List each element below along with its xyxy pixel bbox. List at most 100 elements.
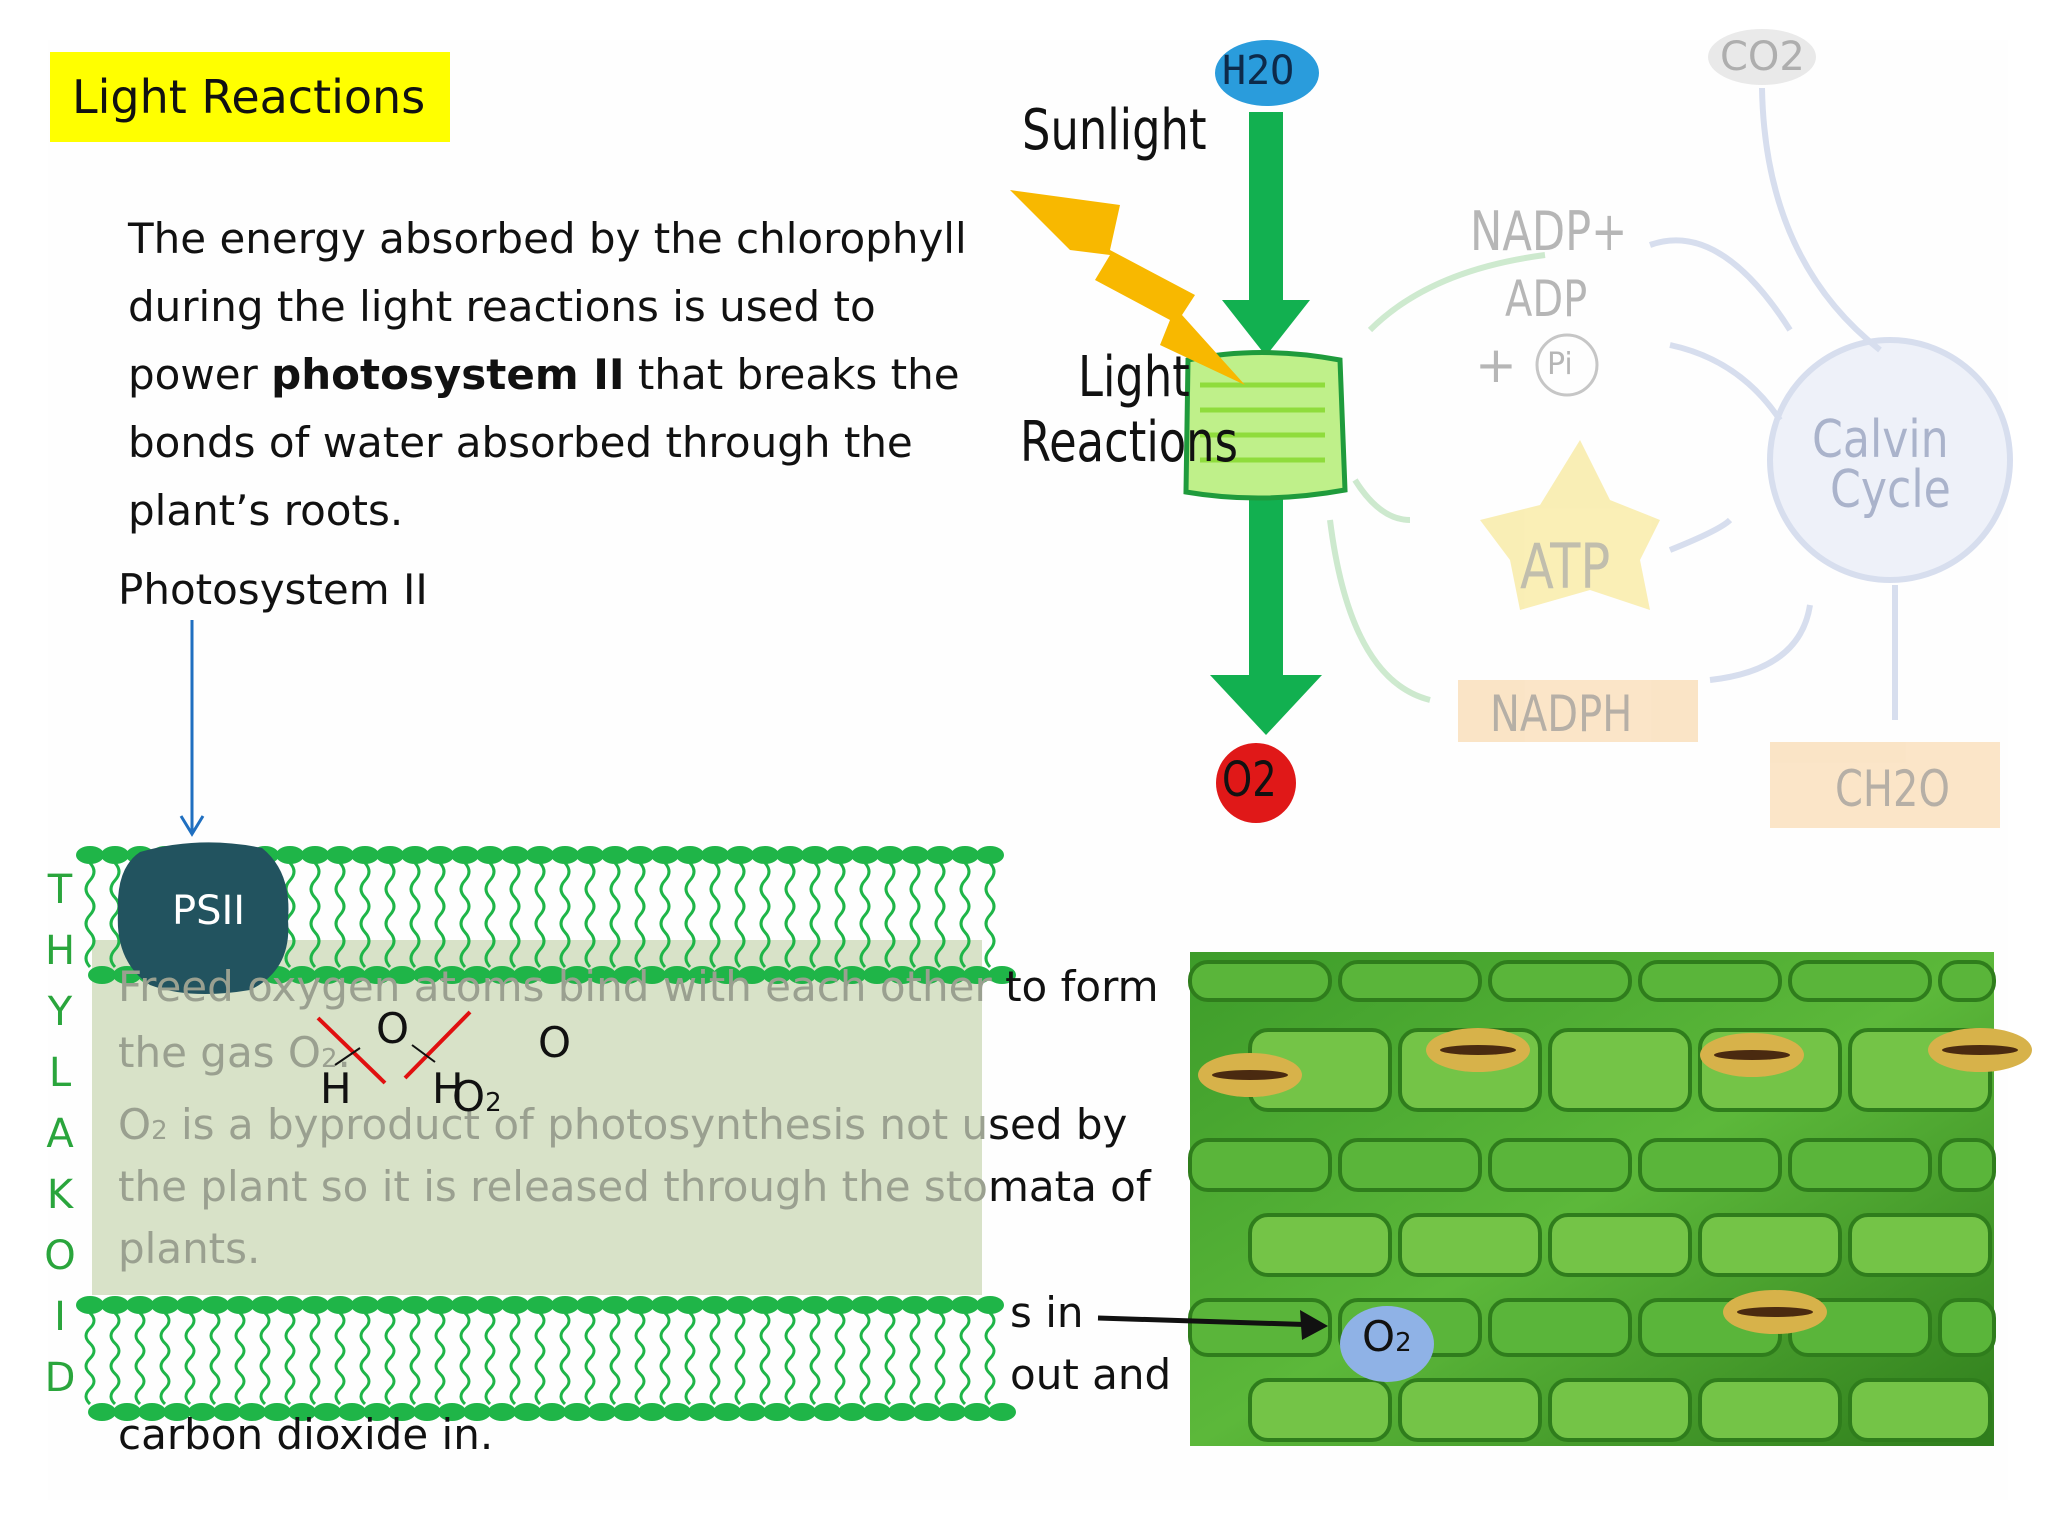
lipid-tail <box>434 1311 446 1406</box>
molecule-free-o: O <box>538 1018 572 1067</box>
bond-right <box>411 1044 436 1063</box>
co2-label: CO2 <box>1720 34 1805 80</box>
lipid-head <box>313 1403 341 1421</box>
lipid-head <box>388 966 416 984</box>
lipid-head <box>763 966 791 984</box>
thylakoid-letter: I <box>54 1294 66 1340</box>
overlay-line-6: s in <box>1010 1288 1084 1337</box>
nadp-arrow <box>1648 237 1793 332</box>
lipid-head <box>613 966 641 984</box>
leaf-cell <box>1638 960 1782 1002</box>
lipid-head <box>163 1403 191 1421</box>
lipid-tail <box>534 1311 546 1406</box>
nadph-label: NADPH <box>1490 685 1633 743</box>
overlay-line-8: carbon dioxide in. <box>118 1410 494 1459</box>
lipid-tail <box>509 1311 521 1406</box>
lipid-head <box>963 1403 991 1421</box>
lipid-head <box>301 846 329 864</box>
lipid-head <box>463 1403 491 1421</box>
lipid-head <box>538 966 566 984</box>
light-reactions-label-2: Reactions <box>1020 410 1238 475</box>
molecule-h-right: H <box>432 1064 464 1113</box>
leaf-cell <box>1698 1378 1842 1442</box>
lipid-head <box>888 966 916 984</box>
lipid-head <box>551 846 579 864</box>
lipid-tail <box>884 861 896 969</box>
pi-label: Pi <box>1547 347 1573 382</box>
lipid-head <box>626 1296 654 1314</box>
lipid-head <box>876 846 904 864</box>
lipid-head <box>413 966 441 984</box>
h2o-label: H2O <box>1222 48 1295 94</box>
stomata-arrow-head <box>1300 1310 1328 1340</box>
lipid-tail <box>559 861 571 969</box>
lipid-head <box>526 846 554 864</box>
return-green-arrow <box>1367 252 1546 333</box>
thylakoid-letter: L <box>48 1050 72 1096</box>
lipid-head <box>626 846 654 864</box>
lipid-head <box>751 846 779 864</box>
lipid-head <box>676 846 704 864</box>
lipid-head <box>238 1403 266 1421</box>
lipid-head <box>101 846 129 864</box>
sunlight-label: Sunlight <box>1022 98 1207 163</box>
lipid-tail <box>959 861 971 969</box>
bond-left <box>334 1047 361 1066</box>
h2o-bubble <box>1215 40 1319 106</box>
lipid-tail <box>384 1311 396 1406</box>
lipid-head <box>701 846 729 864</box>
lipid-head <box>926 1296 954 1314</box>
intro-text-2: that breaks the bonds of water absorbed … <box>128 350 960 535</box>
lipid-tail <box>809 1311 821 1406</box>
lipid-tail <box>984 1311 996 1406</box>
lipid-head <box>476 1296 504 1314</box>
lipid-head <box>526 1296 554 1314</box>
lipid-head <box>613 1403 641 1421</box>
lipid-head <box>476 846 504 864</box>
lipid-head <box>126 1296 154 1314</box>
lipid-head <box>463 966 491 984</box>
lipid-head <box>276 846 304 864</box>
lipid-tail <box>509 861 521 969</box>
thylakoid-letter: Y <box>47 989 73 1035</box>
overlay-line-2: the gas O2. <box>118 1028 351 1077</box>
leaf-cell <box>1698 1213 1842 1277</box>
leaf-cell <box>1398 1378 1542 1442</box>
thylakoid-letter: H <box>44 928 76 974</box>
lipid-tail <box>134 1311 146 1406</box>
calvin-label-1: Calvin <box>1812 410 1949 470</box>
lipid-head <box>576 1296 604 1314</box>
molecule-o-center: O <box>376 1004 410 1053</box>
o2-arrow-head <box>1210 675 1322 735</box>
lipid-head <box>801 846 829 864</box>
lipid-head <box>376 1296 404 1314</box>
lipid-head <box>651 846 679 864</box>
lipid-tail <box>484 861 496 969</box>
lipid-tail <box>684 861 696 969</box>
lipid-head <box>401 1296 429 1314</box>
leaf-cell <box>1848 1378 1992 1442</box>
intro-text-1: The energy absorbed by the chlorophyll d… <box>128 214 967 399</box>
nadph-box <box>1458 680 1698 742</box>
lipid-head <box>876 1296 904 1314</box>
lipid-tail <box>284 861 296 969</box>
overlay-line-4: the plant so it is released through the … <box>118 1162 1151 1211</box>
lipid-head <box>988 1403 1016 1421</box>
lipid-head <box>376 846 404 864</box>
lipid-tail <box>734 861 746 969</box>
leaf-cell <box>1548 1378 1692 1442</box>
lipid-head <box>388 1403 416 1421</box>
lipid-head <box>501 1296 529 1314</box>
lipid-tail <box>984 861 996 969</box>
lipid-tail <box>384 861 396 969</box>
lipid-tail <box>334 861 346 969</box>
leaf-surface <box>1190 952 1994 1446</box>
lipid-head <box>838 966 866 984</box>
lipid-tail <box>334 1311 346 1406</box>
lipid-tail <box>409 1311 421 1406</box>
lipid-tail <box>759 861 771 969</box>
lipid-head <box>788 1403 816 1421</box>
lipid-tail <box>934 861 946 969</box>
lipid-tail <box>184 1311 196 1406</box>
lipid-head <box>901 846 929 864</box>
